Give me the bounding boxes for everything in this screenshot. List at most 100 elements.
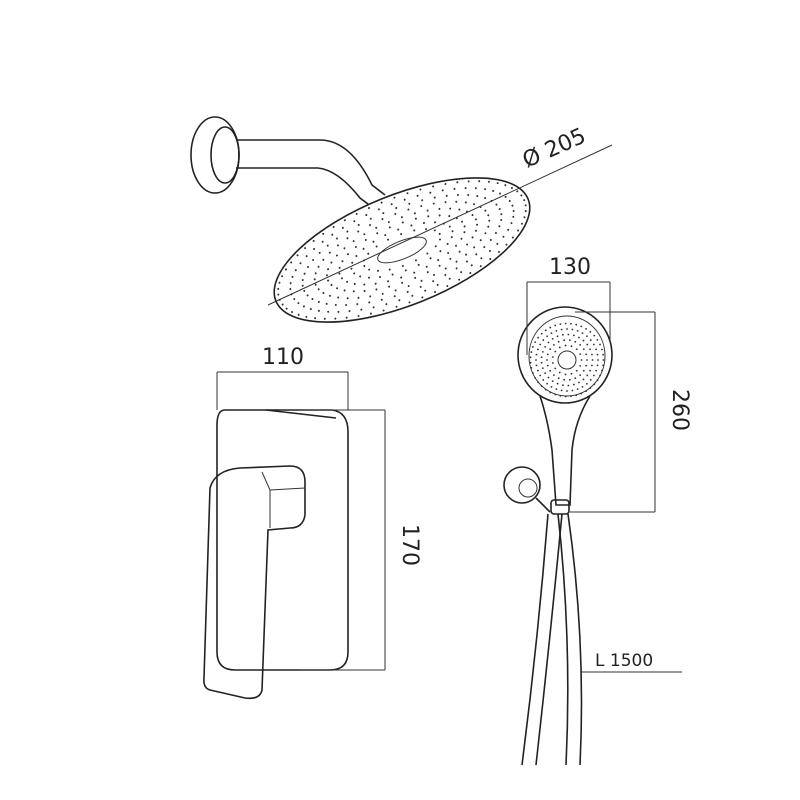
nozzle-dot — [555, 329, 558, 332]
nozzle-dot — [488, 250, 491, 253]
nozzle-dot — [494, 231, 497, 234]
nozzle-dot — [351, 261, 354, 264]
nozzle-dot — [429, 257, 432, 260]
nozzle-dot — [456, 181, 459, 184]
nozzle-dot — [554, 393, 557, 396]
nozzle-dot — [337, 296, 340, 299]
nozzle-dot — [536, 369, 539, 372]
nozzle-dot — [500, 213, 503, 216]
nozzle-dot — [414, 259, 417, 262]
nozzle-dot — [586, 335, 588, 338]
nozzle-dot — [524, 210, 527, 213]
nozzle-dot — [355, 255, 358, 258]
nozzle-dot — [309, 308, 312, 311]
nozzle-dot — [332, 225, 335, 228]
nozzle-dot — [551, 337, 554, 340]
nozzle-dot — [380, 201, 383, 204]
hand-nozzle-pattern — [529, 322, 605, 398]
nozzle-dot — [564, 344, 567, 347]
nozzle-dot — [314, 272, 317, 275]
nozzle-dot — [306, 294, 309, 297]
nozzle-dot — [395, 305, 398, 308]
nozzle-dot — [363, 233, 366, 236]
nozzle-dot — [476, 195, 479, 198]
nozzle-dot — [563, 339, 566, 342]
nozzle-dot — [449, 207, 452, 210]
nozzle-dot — [385, 303, 388, 306]
nozzle-pattern — [277, 180, 527, 320]
wall-holder — [503, 466, 541, 504]
nozzle-dot — [582, 369, 585, 372]
nozzle-dot — [455, 267, 458, 270]
nozzle-dot — [377, 208, 380, 211]
nozzle-dot — [591, 359, 594, 361]
nozzle-dot — [299, 262, 302, 265]
nozzle-dot — [591, 353, 593, 356]
nozzle-dot — [596, 379, 599, 382]
nozzle-dot — [504, 184, 507, 187]
nozzle-dot — [367, 276, 370, 279]
nozzle-dot — [327, 268, 330, 271]
nozzle-dot — [301, 284, 304, 287]
nozzle-dot — [551, 362, 554, 364]
shower-head — [273, 177, 531, 323]
nozzle-dot — [586, 374, 589, 377]
nozzle-dot — [461, 220, 464, 223]
nozzle-dot — [408, 202, 411, 205]
nozzle-dot — [359, 275, 362, 278]
nozzle-dot — [341, 226, 344, 229]
nozzle-dot — [532, 346, 534, 348]
nozzle-dot — [498, 225, 501, 228]
nozzle-dot — [408, 301, 411, 304]
nozzle-dot — [346, 280, 349, 283]
nozzle-dot — [575, 323, 578, 326]
nozzle-dot — [535, 359, 537, 361]
nozzle-dot — [317, 300, 320, 303]
nozzle-dot — [376, 232, 379, 235]
hand-shower-handle — [539, 395, 591, 506]
nozzle-dot — [540, 332, 543, 335]
nozzle-dot — [549, 369, 552, 372]
nozzle-dot — [564, 395, 567, 398]
shower-arm — [236, 139, 386, 196]
nozzle-dot — [458, 250, 461, 253]
nozzle-dot — [554, 324, 557, 327]
nozzle-dot — [303, 272, 306, 275]
nozzle-dot — [464, 187, 467, 190]
nozzle-dot — [357, 296, 360, 299]
nozzle-dot — [512, 215, 515, 218]
nozzle-dot — [487, 225, 490, 228]
nozzle-dot — [566, 390, 568, 392]
nozzle-dot — [314, 283, 317, 286]
nozzle-dot — [520, 194, 523, 197]
nozzle-dot — [469, 272, 472, 275]
head-diameter-label: Ø 205 — [519, 124, 590, 174]
nozzle-dot — [568, 339, 571, 342]
nozzle-dot — [546, 364, 549, 367]
nozzle-dot — [448, 225, 451, 228]
nozzle-dot — [384, 234, 387, 237]
nozzle-dot — [446, 285, 449, 288]
nozzle-dot — [302, 305, 305, 308]
nozzle-dot — [534, 376, 537, 379]
nozzle-dot — [551, 356, 554, 358]
nozzle-dot — [549, 391, 552, 394]
nozzle-dot — [560, 328, 563, 331]
nozzle-dot — [447, 251, 450, 254]
nozzle-dot — [480, 257, 483, 260]
nozzle-dot — [555, 388, 558, 391]
nozzle-dot — [364, 238, 367, 241]
nozzle-dot — [571, 328, 574, 331]
nozzle-dot — [575, 369, 578, 372]
nozzle-dot — [478, 180, 481, 183]
nozzle-dot — [297, 302, 300, 305]
nozzle-dot — [535, 364, 538, 367]
nozzle-dot — [549, 348, 552, 351]
nozzle-dot — [420, 205, 423, 208]
nozzle-dot — [504, 195, 507, 198]
nozzle-dot — [387, 280, 390, 283]
nozzle-dot — [357, 314, 360, 317]
nozzle-dot — [363, 290, 366, 293]
nozzle-dot — [507, 228, 510, 231]
nozzle-dot — [567, 333, 570, 336]
